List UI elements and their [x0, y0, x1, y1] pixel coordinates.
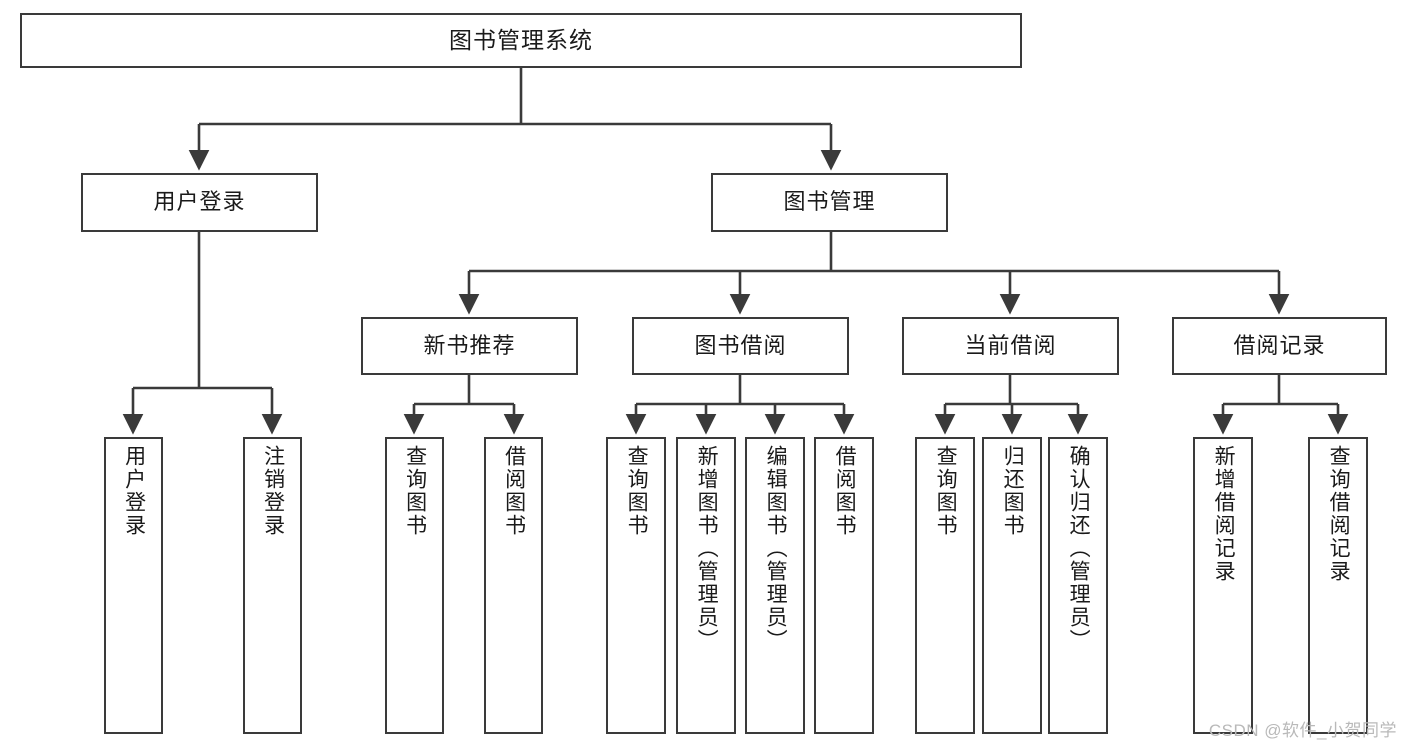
node-label: 新增图书（管理员）	[695, 445, 719, 652]
leaf-user-login[interactable]: 用户登录	[104, 437, 163, 734]
leaf-query-book-current[interactable]: 查询图书	[915, 437, 975, 734]
node-label: 查询图书	[403, 445, 427, 537]
node-borrow-records[interactable]: 借阅记录	[1172, 317, 1387, 375]
node-label: 新书推荐	[423, 332, 516, 358]
node-root-system[interactable]: 图书管理系统	[20, 13, 1022, 68]
node-label: 查询借阅记录	[1327, 445, 1351, 583]
node-label: 注销登录	[261, 445, 285, 537]
node-label: 归还图书	[1001, 445, 1025, 537]
csdn-watermark: CSDN @软件_小贺同学	[1208, 721, 1397, 740]
node-label: 用户登录	[153, 189, 246, 215]
node-label: 借阅记录	[1233, 332, 1326, 358]
leaf-add-book-admin[interactable]: 新增图书（管理员）	[676, 437, 736, 734]
node-label: 确认归还（管理员）	[1067, 445, 1091, 652]
leaf-query-book-borrow[interactable]: 查询图书	[606, 437, 666, 734]
node-label: 当前借阅	[964, 332, 1057, 358]
node-label: 编辑图书（管理员）	[764, 445, 788, 652]
node-label: 图书借阅	[694, 332, 787, 358]
leaf-logout[interactable]: 注销登录	[243, 437, 302, 734]
leaf-borrow-book[interactable]: 借阅图书	[814, 437, 874, 734]
leaf-borrow-book-recommend[interactable]: 借阅图书	[484, 437, 543, 734]
leaf-query-borrow-record[interactable]: 查询借阅记录	[1308, 437, 1368, 734]
node-label: 图书管理	[783, 189, 876, 215]
node-label: 新增借阅记录	[1212, 445, 1236, 583]
node-label: 借阅图书	[833, 445, 857, 537]
node-book-management[interactable]: 图书管理	[711, 173, 948, 232]
leaf-edit-book-admin[interactable]: 编辑图书（管理员）	[745, 437, 805, 734]
leaf-confirm-return-admin[interactable]: 确认归还（管理员）	[1048, 437, 1108, 734]
node-new-book-recommend[interactable]: 新书推荐	[361, 317, 578, 375]
node-label: 查询图书	[934, 445, 958, 537]
leaf-add-borrow-record[interactable]: 新增借阅记录	[1193, 437, 1253, 734]
leaf-query-book-recommend[interactable]: 查询图书	[385, 437, 444, 734]
node-current-borrow[interactable]: 当前借阅	[902, 317, 1119, 375]
node-label: 用户登录	[122, 445, 146, 537]
node-label: 图书管理系统	[449, 26, 593, 53]
node-user-login[interactable]: 用户登录	[81, 173, 318, 232]
node-book-borrow[interactable]: 图书借阅	[632, 317, 849, 375]
leaf-return-book[interactable]: 归还图书	[982, 437, 1042, 734]
node-label: 借阅图书	[502, 445, 526, 537]
node-label: 查询图书	[625, 445, 649, 537]
